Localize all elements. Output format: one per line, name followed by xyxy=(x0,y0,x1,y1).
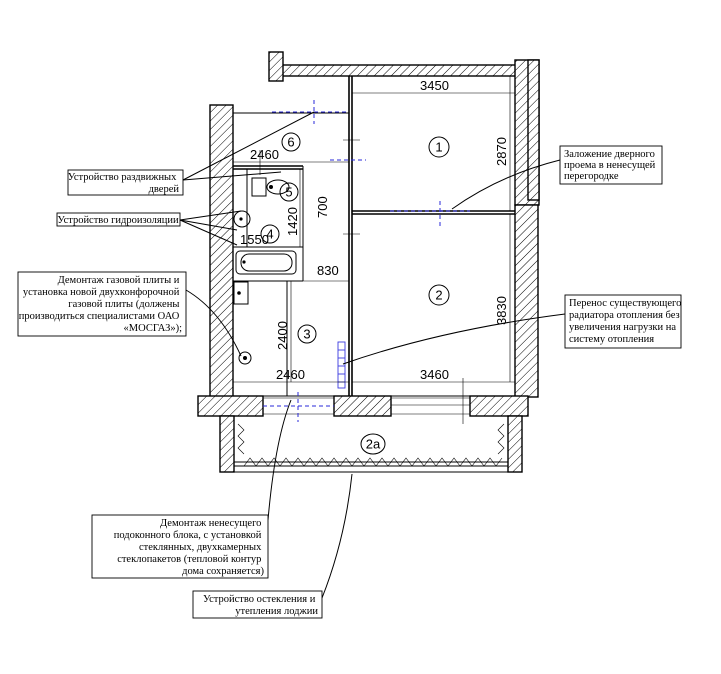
callout-radiator: Перенос существующего радиатора отоплени… xyxy=(564,294,684,349)
dim-3450: 3450 xyxy=(420,78,449,93)
bottom-wall-left xyxy=(197,395,264,417)
callout-radiator-line-3: увеличения нагрузки на xyxy=(569,322,676,333)
svg-text:Перенос существующего ра: Перенос существующего радиатора отоплени… xyxy=(569,298,684,345)
callout-door-opening-line-1: Заложение дверного xyxy=(564,149,655,160)
callout-sill-block: Демонтаж ненесущего подоконного блока, с… xyxy=(91,514,269,579)
room-1-label: 1 xyxy=(435,140,442,155)
top-left-stub xyxy=(268,51,284,82)
loggia-left-wall xyxy=(219,415,235,473)
callout-door-opening: Заложение дверного проема в ненесущей пе… xyxy=(559,145,663,185)
bathtub-icon xyxy=(235,250,297,275)
room-6-label: 6 xyxy=(287,135,294,150)
dim-1550: 1550 xyxy=(240,232,269,247)
bottom-wall-right xyxy=(469,395,529,417)
callout-loggia-line-1: Устройство остекления и xyxy=(203,594,316,605)
exterior-walls xyxy=(197,51,540,473)
callout-gas-stove-line-2: установка новой двухконфорочной xyxy=(23,287,180,298)
fixtures xyxy=(233,177,346,389)
callout-sliding-doors-line-1: Устройство раздвижных xyxy=(68,172,177,183)
top-wall xyxy=(281,64,518,77)
kitchen-sink-icon xyxy=(233,281,249,305)
callout-sliding-doors-line-2: дверей xyxy=(149,184,180,195)
svg-text:Демонтаж ненесущего подо: Демонтаж ненесущего подоконного блока, с… xyxy=(114,518,265,577)
dim-700: 700 xyxy=(315,196,330,218)
radiator-icon xyxy=(337,341,346,389)
toilet-tank xyxy=(251,177,267,197)
dim-3830: 3830 xyxy=(494,296,509,325)
callout-gas-stove-line-5: «МОСГАЗ»); xyxy=(124,323,183,334)
room-5-marker xyxy=(279,182,299,202)
callout-sliding-doors: Устройство раздвижных дверей xyxy=(67,169,184,196)
dim-830: 830 xyxy=(317,263,339,278)
right-wall-lower xyxy=(514,204,539,398)
callout-door-opening-line-3: перегородке xyxy=(564,171,619,182)
callout-waterproofing: Устройство гидроизоляции xyxy=(56,212,181,227)
dim-2460-bottom: 2460 xyxy=(276,367,305,382)
room-3-marker xyxy=(297,324,317,344)
dim-2460-top: 2460 xyxy=(250,147,279,162)
room-2a-marker xyxy=(360,433,386,455)
partitions xyxy=(233,76,515,397)
room-2a-label: 2а xyxy=(366,437,381,452)
callout-loggia-line-2: утепления лоджии xyxy=(235,606,318,617)
room-4-marker xyxy=(260,224,280,244)
callout-gas-stove-line-1: Демонтаж газовой плиты и xyxy=(58,275,180,286)
room-2-marker xyxy=(428,284,450,306)
callout-sill-block-line-2: подоконного блока, с установкой xyxy=(114,530,262,541)
leader-lines xyxy=(179,111,566,599)
callout-gas-stove-line-4: производиться специалистами ОАО xyxy=(19,311,180,322)
loggia-right-wall xyxy=(507,415,523,473)
room-numbers: 1 2 2а 3 4 5 6 xyxy=(260,132,450,455)
dim-3460: 3460 xyxy=(420,367,449,382)
room-3-label: 3 xyxy=(303,327,310,342)
callout-radiator-line-2: радиатора отопления без xyxy=(569,310,680,321)
dim-2870: 2870 xyxy=(494,137,509,166)
callout-sill-block-line-4: стеклопакетов (тепловой контур xyxy=(117,554,261,565)
callout-loggia: Устройство остекления и утепления лоджии xyxy=(192,590,323,619)
callout-radiator-line-1: Перенос существующего xyxy=(569,298,681,309)
callout-gas-stove: Демонтаж газовой плиты и установка новой… xyxy=(17,271,187,337)
svg-text:Устройство раздвижных дв: Устройство раздвижных дверей xyxy=(68,172,180,195)
callout-sill-block-line-3: стеклянных, двухкамерных xyxy=(139,542,262,553)
svg-text:Устройство остекления и: Устройство остекления и утепления лоджии xyxy=(203,594,318,617)
room-2-label: 2 xyxy=(435,288,442,303)
toilet-icon xyxy=(266,179,290,195)
callout-sill-block-line-1: Демонтаж ненесущего xyxy=(160,518,261,529)
callout-radiator-line-4: систему отопления xyxy=(569,334,654,345)
dimension-labels: 3450 2870 2460 700 1420 1550 830 2400 38… xyxy=(240,78,509,382)
stove-icon xyxy=(238,351,252,365)
callout-waterproofing-line-1: Устройство гидроизоляции xyxy=(57,215,179,226)
dim-1420: 1420 xyxy=(285,207,300,236)
changes-marks xyxy=(263,100,470,422)
dim-2400: 2400 xyxy=(275,321,290,350)
loggia xyxy=(220,416,522,473)
left-wall xyxy=(209,104,234,398)
callout-door-opening-line-2: проема в ненесущей xyxy=(564,160,656,171)
svg-text:Демонтаж газовой плиты и: Демонтаж газовой плиты и установка новой… xyxy=(19,275,182,334)
windows xyxy=(263,397,470,415)
svg-text:Заложение дверного проем: Заложение дверного проема в ненесущей пе… xyxy=(564,149,658,182)
bottom-wall-mid xyxy=(333,395,392,417)
room-1-marker xyxy=(428,136,450,158)
room-5-label: 5 xyxy=(285,185,292,200)
sink-icon xyxy=(233,210,251,228)
callout-sill-block-line-5: дома сохраняется) xyxy=(182,566,264,577)
room-4-label: 4 xyxy=(266,227,273,242)
dimension-lines xyxy=(233,76,515,424)
callout-gas-stove-line-3: газовой плиты (должены xyxy=(68,299,179,310)
room-6-marker xyxy=(281,132,301,152)
right-wall-upper-outer xyxy=(527,59,540,201)
